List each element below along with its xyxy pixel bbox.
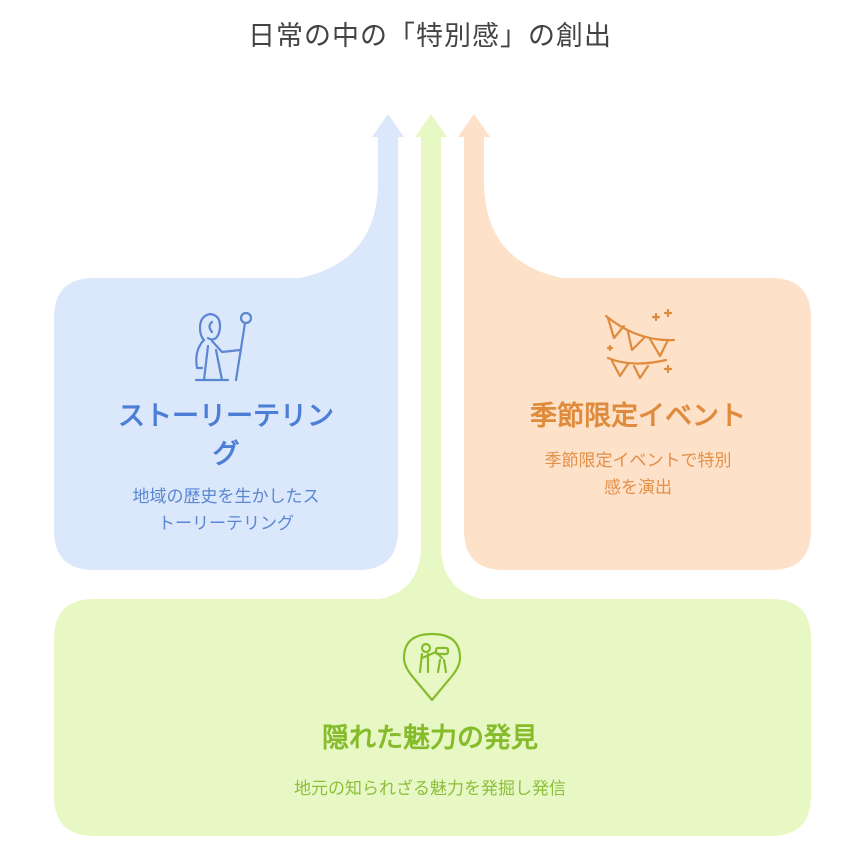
hidden-heading: 隠れた魅力の発見 [322,723,538,754]
explorer-pin-icon [402,632,462,702]
story-description-line1: 地域の歴史を生かしたス [132,487,320,507]
story-description: 地域の歴史を生かしたス トーリーテリング [80,484,372,538]
story-heading-line2: グ [212,439,240,470]
story-heading: ストーリーテリン グ [80,398,372,474]
event-description-line2: 感を演出 [604,478,672,498]
bunting-icon [604,308,676,380]
event-description-line1: 季節限定イベントで特別 [544,451,732,471]
page-title: 日常の中の「特別感」の創出 [248,21,612,52]
storyteller-icon [194,311,253,382]
story-panel: ストーリーテリン グ 地域の歴史を生かしたス トーリーテリング [80,398,372,538]
hidden-panel-shape [54,114,811,836]
event-panel: 季節限定イベント 季節限定イベントで特別 感を演出 [492,398,784,502]
event-heading: 季節限定イベント [530,401,746,432]
story-panel-shape [54,114,404,570]
event-panel-shape [458,114,811,570]
story-heading-line1: ストーリーテリン [118,401,334,432]
event-description: 季節限定イベントで特別 感を演出 [492,448,784,502]
hidden-panel: 隠れた魅力の発見 地元の知られざる魅力を発掘し発信 [130,720,730,803]
story-description-line2: トーリーテリング [158,514,294,534]
hidden-description: 地元の知られざる魅力を発掘し発信 [294,779,566,799]
